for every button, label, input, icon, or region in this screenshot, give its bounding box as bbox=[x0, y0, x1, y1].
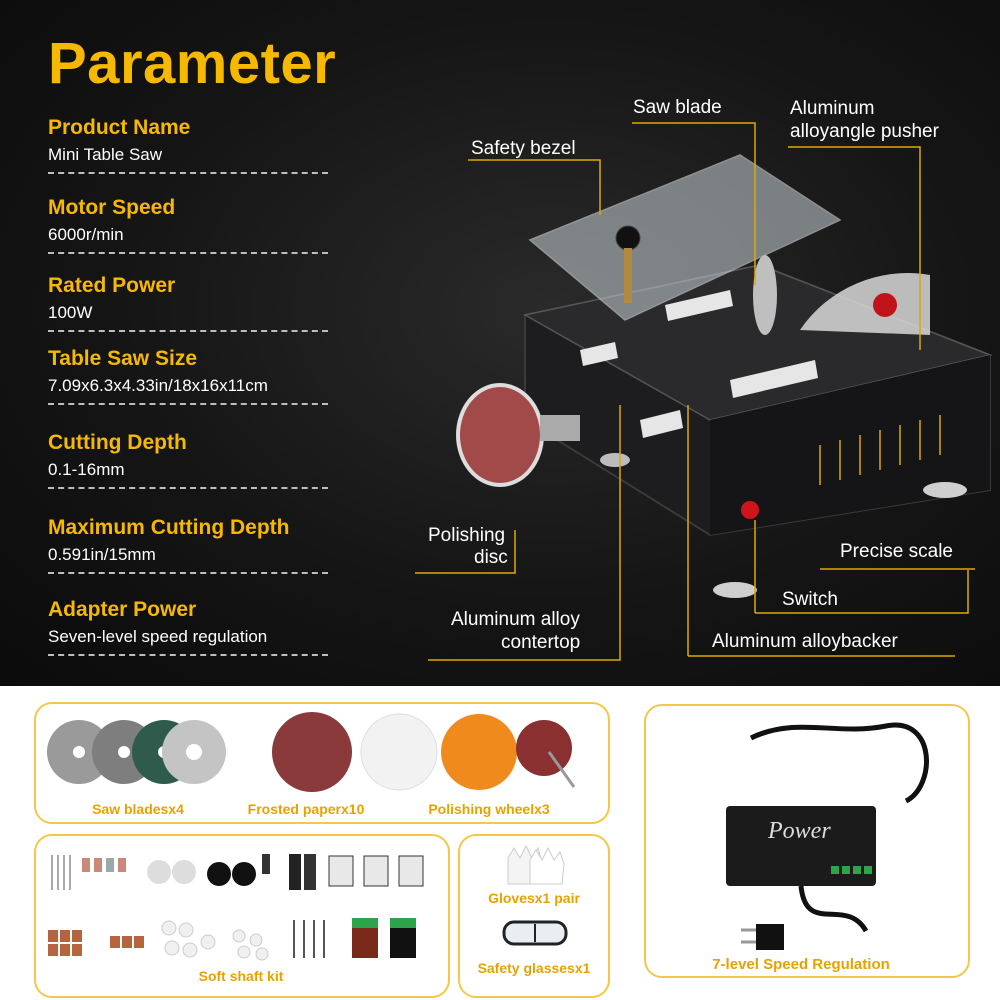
divider bbox=[48, 572, 328, 574]
param-label: Maximum Cutting Depth bbox=[48, 516, 290, 539]
param-label: Adapter Power bbox=[48, 598, 197, 621]
callout-polishing-line1: Polishing bbox=[428, 525, 506, 546]
param-value: 100W bbox=[48, 303, 93, 322]
param-label: Rated Power bbox=[48, 274, 176, 297]
parameter-panel: Parameter Product Name Mini Table Saw Mo… bbox=[0, 0, 1000, 686]
param-product-name: Product Name Mini Table Saw bbox=[48, 116, 328, 174]
adapter-power-text: Power bbox=[768, 818, 831, 844]
param-value: 0.591in/15mm bbox=[48, 545, 156, 564]
param-motor-speed: Motor Speed 6000r/min bbox=[48, 196, 328, 254]
param-table-saw-size: Table Saw Size 7.09x6.3x4.33in/18x16x11c… bbox=[48, 347, 328, 405]
param-label: Motor Speed bbox=[48, 196, 176, 219]
param-adapter-power: Adapter Power Seven-level speed regulati… bbox=[48, 598, 328, 656]
accessories-panel: Saw bladesx4 Frosted paperx10 Polishing … bbox=[0, 686, 1000, 1000]
label-gloves: Glovesx1 pair bbox=[488, 890, 580, 906]
label-polishing-wheel: Polishing wheelx3 bbox=[428, 801, 550, 817]
callout-backer: Aluminum alloybacker bbox=[712, 631, 898, 652]
accessory-box-power-adapter: Power 7-level Speed Regulation bbox=[644, 704, 970, 978]
param-label: Product Name bbox=[48, 116, 191, 139]
callout-safety-bezel: Safety bezel bbox=[471, 138, 576, 159]
param-value: 6000r/min bbox=[48, 225, 124, 244]
divider bbox=[48, 487, 328, 489]
safety-glasses-icon bbox=[502, 920, 568, 946]
label-safety-glasses: Safety glassesx1 bbox=[477, 960, 591, 976]
callout-precise-scale: Precise scale bbox=[840, 541, 953, 562]
param-rated-power: Rated Power 100W bbox=[48, 274, 328, 332]
param-label: Table Saw Size bbox=[48, 347, 197, 370]
callout-countertop-line2: contertop bbox=[501, 632, 581, 653]
accessory-box-soft-shaft: Soft shaft kit bbox=[34, 834, 450, 998]
param-max-cutting-depth: Maximum Cutting Depth 0.591in/15mm bbox=[48, 516, 328, 574]
param-value: 7.09x6.3x4.33in/18x16x11cm bbox=[48, 376, 268, 395]
label-saw-blades: Saw bladesx4 bbox=[92, 801, 184, 817]
param-cutting-depth: Cutting Depth 0.1-16mm bbox=[48, 431, 328, 489]
divider bbox=[48, 172, 328, 174]
label-speed-regulation: 7-level Speed Regulation bbox=[712, 956, 890, 973]
divider bbox=[48, 252, 328, 254]
soft-shaft-images bbox=[48, 854, 424, 961]
callout-saw-blade: Saw blade bbox=[633, 97, 722, 118]
page-title: Parameter bbox=[48, 31, 337, 96]
divider bbox=[48, 330, 328, 332]
callout-switch: Switch bbox=[782, 589, 838, 610]
accessory-images bbox=[47, 712, 576, 792]
divider bbox=[48, 403, 328, 405]
power-adapter-image bbox=[726, 722, 929, 950]
callout-pusher-line2: alloyangle pusher bbox=[790, 121, 939, 142]
gloves-icon bbox=[507, 844, 565, 885]
param-value: Mini Table Saw bbox=[48, 145, 163, 164]
param-label: Cutting Depth bbox=[48, 431, 187, 454]
accessory-box-safety: Glovesx1 pair Safety glassesx1 bbox=[458, 834, 610, 998]
table-saw-illustration bbox=[415, 122, 993, 661]
callout-countertop-line1: Aluminum alloy bbox=[451, 609, 580, 630]
param-value: Seven-level speed regulation bbox=[48, 627, 268, 646]
label-soft-shaft-kit: Soft shaft kit bbox=[198, 968, 284, 984]
accessory-box-blades: Saw bladesx4 Frosted paperx10 Polishing … bbox=[34, 702, 610, 824]
label-frosted-paper: Frosted paperx10 bbox=[247, 801, 365, 817]
callout-pusher-line1: Aluminum bbox=[790, 98, 875, 119]
divider bbox=[48, 654, 328, 656]
param-value: 0.1-16mm bbox=[48, 460, 125, 479]
callout-polishing-line2: disc bbox=[474, 547, 508, 568]
